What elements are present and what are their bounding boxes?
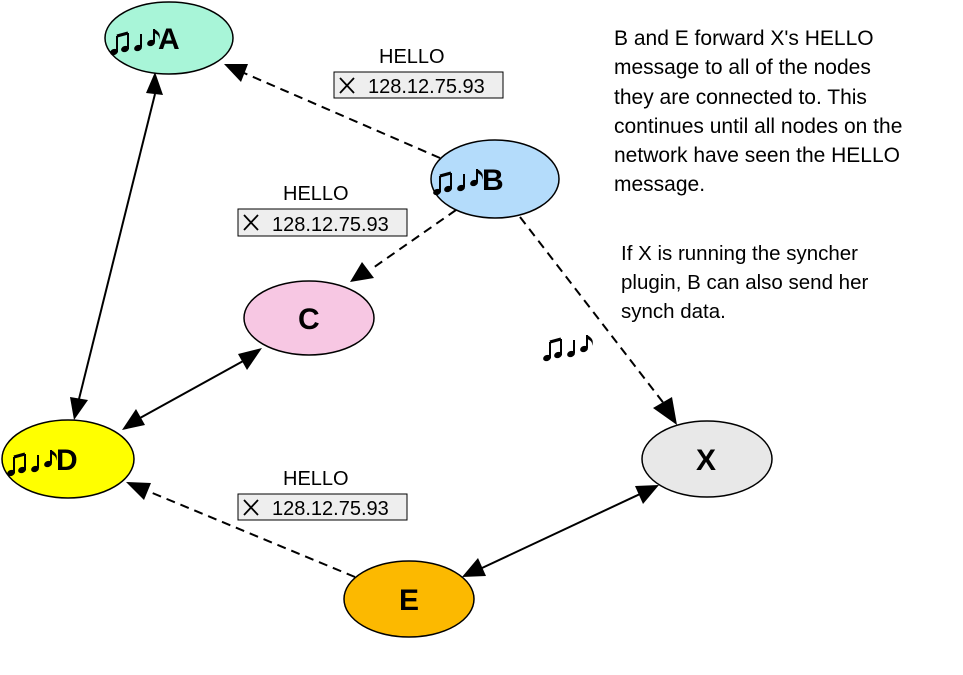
node-d[interactable]: D [1,419,135,499]
edge-a-d [78,93,156,400]
node-c-shape [243,280,375,356]
arrowhead-c-d-at-d [122,409,145,430]
node-b[interactable]: B [430,139,560,219]
hello-title: HELLO [379,46,445,68]
hello-address-box [237,493,408,521]
node-x[interactable]: X [641,420,773,498]
edge-e-d [149,491,356,578]
edges-layer [70,64,677,578]
edge-e-x [481,493,641,569]
node-a-label: A [158,23,180,56]
x-cross-icon [339,77,355,94]
node-b-shape [430,139,560,219]
node-e-label: E [399,584,419,617]
hello-address-box [333,71,504,99]
synch-note: If X is running the syncher plugin, B ca… [621,242,869,324]
arrowhead-b-c [350,262,374,282]
hello-message-b-a: HELLO 128.12.75.93 [333,46,504,99]
node-a-shape [104,1,234,75]
x-cross-icon [243,214,259,231]
nodes-layer: A B C D X E [1,1,773,638]
edge-b-c [369,209,457,271]
x-cross-icon [243,499,259,516]
arrowhead-b-a [224,64,248,82]
hello-address: 128.12.75.93 [272,498,389,520]
hello-message-e-d: HELLO 128.12.75.93 [237,468,408,521]
synch-data-music-notes-icon [540,333,595,364]
arrowhead-c-d-at-c [238,348,262,370]
node-e-shape [343,560,475,638]
arrowhead-e-x-at-e [462,558,486,577]
node-c-label: C [298,303,320,336]
arrowhead-a-d-at-a [146,72,163,95]
hello-address: 128.12.75.93 [368,76,485,98]
hello-address-box [237,208,408,237]
node-a[interactable]: A [104,1,234,75]
edge-b-x [519,216,666,406]
arrowhead-e-x-at-x [635,485,659,504]
node-d-label: D [56,444,78,477]
edge-c-d [139,359,246,419]
forwarding-note: B and E forward X's HELLO message to all… [614,27,903,197]
hello-message-b-c: HELLO 128.12.75.93 [237,183,408,237]
hello-title: HELLO [283,468,349,490]
node-b-label: B [482,164,504,197]
hello-address: 128.12.75.93 [272,214,389,236]
arrowhead-b-x [653,397,677,425]
hello-title: HELLO [283,183,349,205]
edge-b-a [243,72,441,159]
node-d-shape [1,419,135,499]
node-x-shape [641,420,773,498]
node-e[interactable]: E [343,560,475,638]
arrowhead-a-d-at-d [70,397,88,420]
arrowhead-e-d [126,482,151,500]
node-x-label: X [696,444,716,477]
node-c[interactable]: C [243,280,375,356]
